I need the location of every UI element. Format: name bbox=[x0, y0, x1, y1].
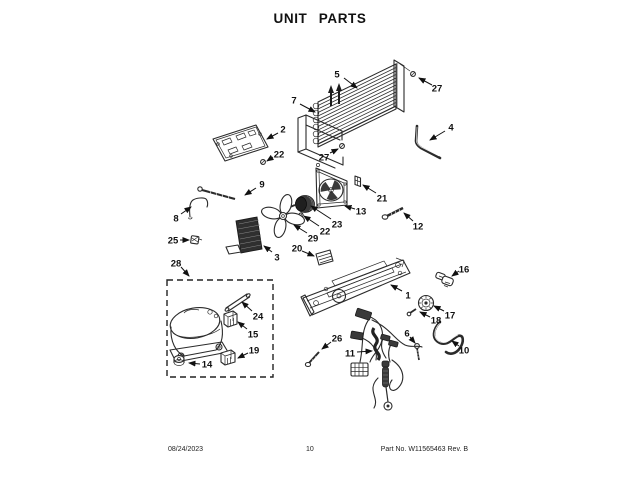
part-2-control-board bbox=[212, 124, 269, 162]
callout-arrow-13 bbox=[344, 204, 356, 211]
callout-label-18: 18 bbox=[431, 316, 442, 327]
part-7-condenser-bracket bbox=[297, 114, 344, 169]
callout-label-27: 27 bbox=[319, 153, 330, 164]
callout-arrow-21 bbox=[362, 184, 377, 194]
callout-label-20: 20 bbox=[292, 244, 303, 255]
callout-arrow-20 bbox=[301, 250, 315, 257]
callout-label-16: 16 bbox=[459, 265, 470, 276]
callout-arrow-3 bbox=[263, 245, 273, 253]
callout-label-22: 22 bbox=[274, 150, 285, 161]
part-26-bolt bbox=[304, 351, 320, 368]
callout-arrow-11 bbox=[356, 348, 373, 355]
callout-arrow-26 bbox=[321, 341, 332, 350]
part-27-screw-top bbox=[410, 71, 416, 77]
callout-label-15: 15 bbox=[248, 330, 259, 341]
footer-part-number: Part No. W11565463 Rev. B bbox=[380, 446, 468, 453]
part-12-screw bbox=[381, 206, 404, 220]
callout-arrow-12 bbox=[403, 212, 414, 222]
airflow-arrows-icon bbox=[328, 83, 342, 106]
callout-label-25: 25 bbox=[168, 236, 179, 247]
part-11-wire-harness bbox=[350, 307, 423, 411]
part-5-condenser-coil bbox=[312, 59, 411, 148]
callout-arrow-7 bbox=[299, 103, 316, 113]
part-16-clip bbox=[435, 271, 454, 288]
callout-label-1: 1 bbox=[405, 291, 411, 302]
callout-arrow-1 bbox=[390, 284, 403, 292]
callout-label-22: 22 bbox=[320, 227, 331, 238]
callout-label-12: 12 bbox=[413, 222, 424, 233]
part-13-fan-shroud bbox=[315, 167, 348, 209]
callout-label-17: 17 bbox=[445, 311, 456, 322]
part-27-screw-bottom bbox=[339, 143, 345, 149]
callout-label-26: 26 bbox=[332, 334, 343, 345]
part-24-tube bbox=[224, 293, 251, 312]
callout-label-19: 19 bbox=[249, 346, 260, 357]
part-22-screw-board bbox=[260, 159, 266, 165]
callout-arrow-5 bbox=[343, 77, 358, 89]
callout-label-2: 2 bbox=[280, 125, 285, 136]
part-3-mesh-block bbox=[225, 216, 263, 255]
callout-label-5: 5 bbox=[334, 70, 340, 81]
callout-arrow-23 bbox=[310, 205, 332, 220]
part-19-overload bbox=[220, 349, 236, 366]
callout-label-27: 27 bbox=[432, 84, 443, 95]
part-25-clip bbox=[190, 235, 203, 245]
part-29-fan-blade bbox=[261, 194, 305, 238]
callout-arrow-18 bbox=[419, 311, 431, 318]
callout-arrow-29 bbox=[293, 224, 308, 234]
callout-label-6: 6 bbox=[404, 329, 409, 340]
part-18-screw bbox=[406, 308, 417, 317]
callout-arrow-27 bbox=[418, 77, 433, 86]
callout-arrow-15 bbox=[237, 321, 248, 330]
callout-arrow-22 bbox=[303, 215, 320, 227]
callout-label-24: 24 bbox=[253, 312, 264, 323]
part-1-base-pan bbox=[300, 257, 411, 317]
callout-arrow-28 bbox=[180, 266, 190, 277]
callout-label-3: 3 bbox=[274, 253, 279, 264]
callout-arrow-17 bbox=[433, 305, 445, 312]
callout-arrow-10 bbox=[451, 340, 460, 348]
footer-date: 08/24/2023 bbox=[168, 446, 204, 453]
part-9-screw bbox=[197, 186, 236, 201]
part-28-service-kit-box bbox=[166, 279, 274, 378]
callout-label-29: 29 bbox=[308, 234, 319, 245]
callout-arrow-9 bbox=[244, 187, 257, 196]
callout-arrow-6 bbox=[408, 336, 416, 344]
callout-label-11: 11 bbox=[345, 349, 356, 360]
part-15-relay bbox=[223, 310, 238, 328]
callout-label-13: 13 bbox=[356, 207, 367, 218]
part-17-grommet bbox=[417, 294, 435, 312]
part-20-plate bbox=[315, 249, 334, 266]
callout-arrow-14 bbox=[188, 360, 201, 367]
callout-label-10: 10 bbox=[459, 346, 470, 357]
callout-arrow-22 bbox=[266, 154, 275, 162]
callout-label-21: 21 bbox=[377, 194, 388, 205]
part-4-tube bbox=[414, 124, 442, 160]
callout-label-8: 8 bbox=[173, 214, 178, 225]
part-8-tube bbox=[188, 197, 209, 220]
page-title: UNIT PARTS bbox=[273, 11, 367, 26]
callout-arrow-4 bbox=[429, 130, 446, 141]
callout-arrow-2 bbox=[266, 132, 279, 140]
callout-label-28: 28 bbox=[171, 259, 182, 270]
part-23-fan-motor bbox=[289, 195, 315, 213]
callout-arrow-16 bbox=[451, 269, 460, 277]
part-21-clip bbox=[354, 175, 362, 188]
part-compressor bbox=[169, 307, 229, 363]
part-10-hose bbox=[432, 320, 465, 355]
footer-page-number: 10 bbox=[306, 446, 314, 453]
part-14-grommet bbox=[173, 355, 185, 366]
callout-label-9: 9 bbox=[259, 180, 264, 191]
callout-label-23: 23 bbox=[332, 220, 343, 231]
callout-label-7: 7 bbox=[291, 96, 296, 107]
callout-arrow-27 bbox=[329, 148, 339, 155]
callout-arrow-19 bbox=[237, 352, 249, 359]
callout-arrow-24 bbox=[241, 301, 253, 312]
callout-label-14: 14 bbox=[202, 360, 213, 371]
callout-label-4: 4 bbox=[448, 123, 454, 134]
callout-arrow-8 bbox=[180, 206, 192, 215]
